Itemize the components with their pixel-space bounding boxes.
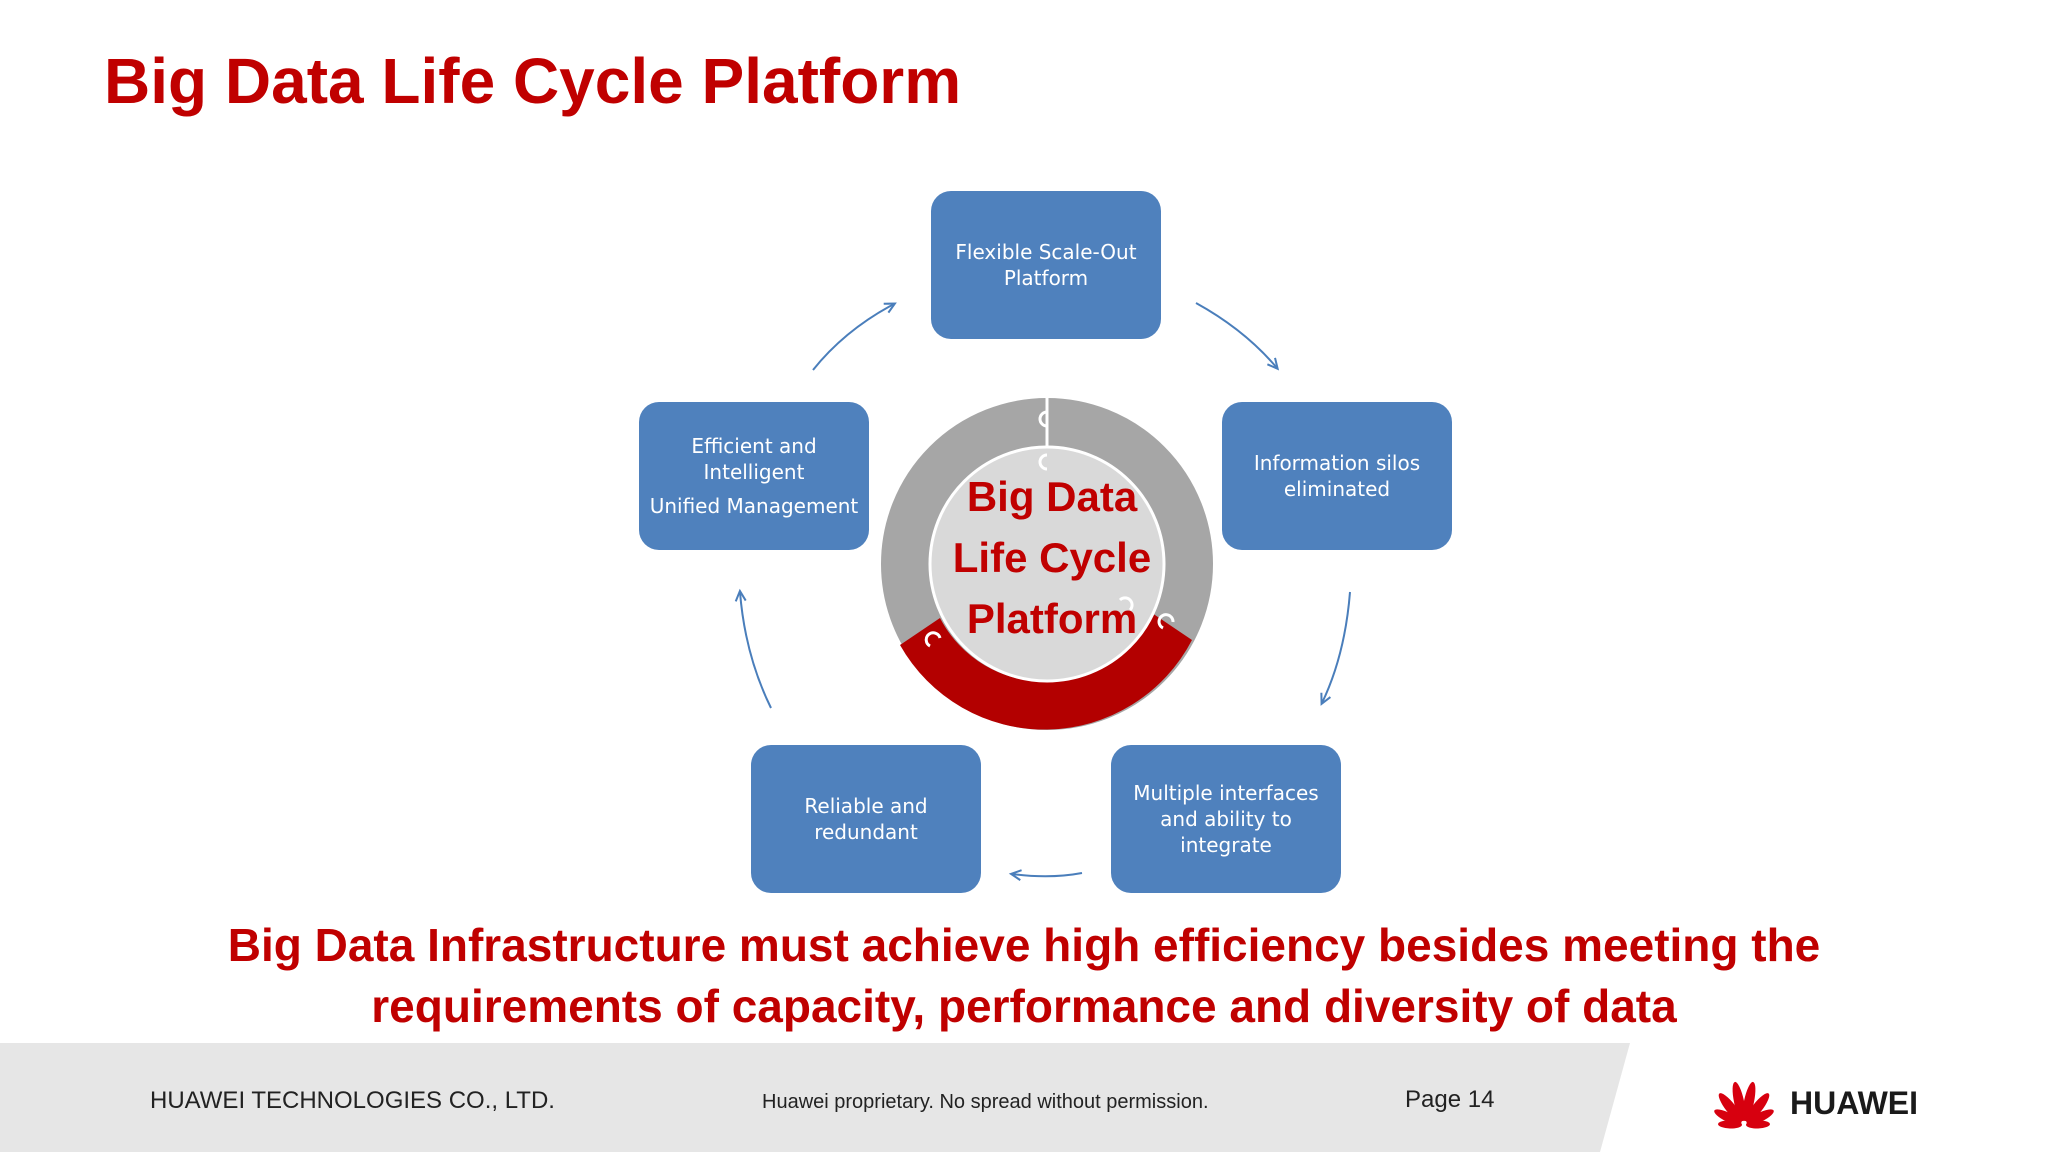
arrow-top-to-right-icon (1195, 302, 1280, 371)
box-line: Multiple interfaces (1133, 781, 1319, 805)
tagline: Big Data Infrastructure must achieve hig… (0, 915, 2048, 1037)
life-cycle-diagram (734, 302, 1351, 881)
arrow-bottom-right-to-bottom-left-icon (1008, 869, 1083, 881)
huawei-flower-logo-icon (1714, 1081, 1774, 1129)
box-line: Platform (1003, 266, 1089, 290)
arrow-bottom-left-to-left-icon (734, 588, 772, 709)
box-line: integrate (1180, 833, 1272, 857)
footer-white-panel (1600, 1043, 2048, 1152)
arrow-left-to-top-icon (812, 302, 897, 371)
box-line: Flexible Scale-Out (955, 240, 1137, 264)
box-line: Unified Management (649, 494, 859, 518)
footer-page-number: Page 14 (1405, 1086, 1495, 1113)
tagline-line: requirements of capacity, performance an… (371, 980, 1677, 1032)
box-information-silos: Information silos eliminated (1222, 402, 1452, 550)
center-line: Platform (966, 595, 1138, 642)
box-multiple-interfaces: Multiple interfaces and ability to integ… (1111, 745, 1341, 893)
arrow-right-to-bottom-right-icon (1320, 591, 1351, 706)
box-line: Reliable and (804, 794, 928, 818)
center-line: Big Data (966, 473, 1138, 520)
box-flexible-scale-out: Flexible Scale-Out Platform (931, 191, 1161, 339)
box-reliable-redundant: Reliable and redundant (751, 745, 981, 893)
inner-circle (928, 445, 1166, 683)
huawei-logo-text: HUAWEI (1790, 1085, 1918, 1121)
box-line: redundant (814, 820, 918, 844)
center-label: Big Data Life Cycle Platform (912, 466, 1192, 649)
cycle-arrows (734, 302, 1351, 881)
box-line: and ability to (1160, 807, 1292, 831)
footer-bar: HUAWEI TECHNOLOGIES CO., LTD. Huawei pro… (0, 1043, 2048, 1152)
box-line: eliminated (1283, 477, 1391, 501)
tagline-line: Big Data Infrastructure must achieve hig… (227, 919, 1821, 971)
page-title: Big Data Life Cycle Platform (104, 45, 962, 117)
box-line: Efficient and (691, 434, 817, 458)
center-line: Life Cycle (952, 534, 1152, 581)
box-efficient-intelligent: Efficient and Intelligent Unified Manage… (639, 402, 869, 550)
footer-company: HUAWEI TECHNOLOGIES CO., LTD. (150, 1087, 555, 1114)
box-line: Intelligent (703, 460, 805, 484)
footer-proprietary: Huawei proprietary. No spread without pe… (762, 1091, 1209, 1113)
puzzle-seams (924, 398, 1175, 648)
ring-red-segment (900, 613, 1192, 730)
huawei-logo: HUAWEI (1708, 1073, 1938, 1133)
box-line: Information silos (1253, 451, 1421, 475)
